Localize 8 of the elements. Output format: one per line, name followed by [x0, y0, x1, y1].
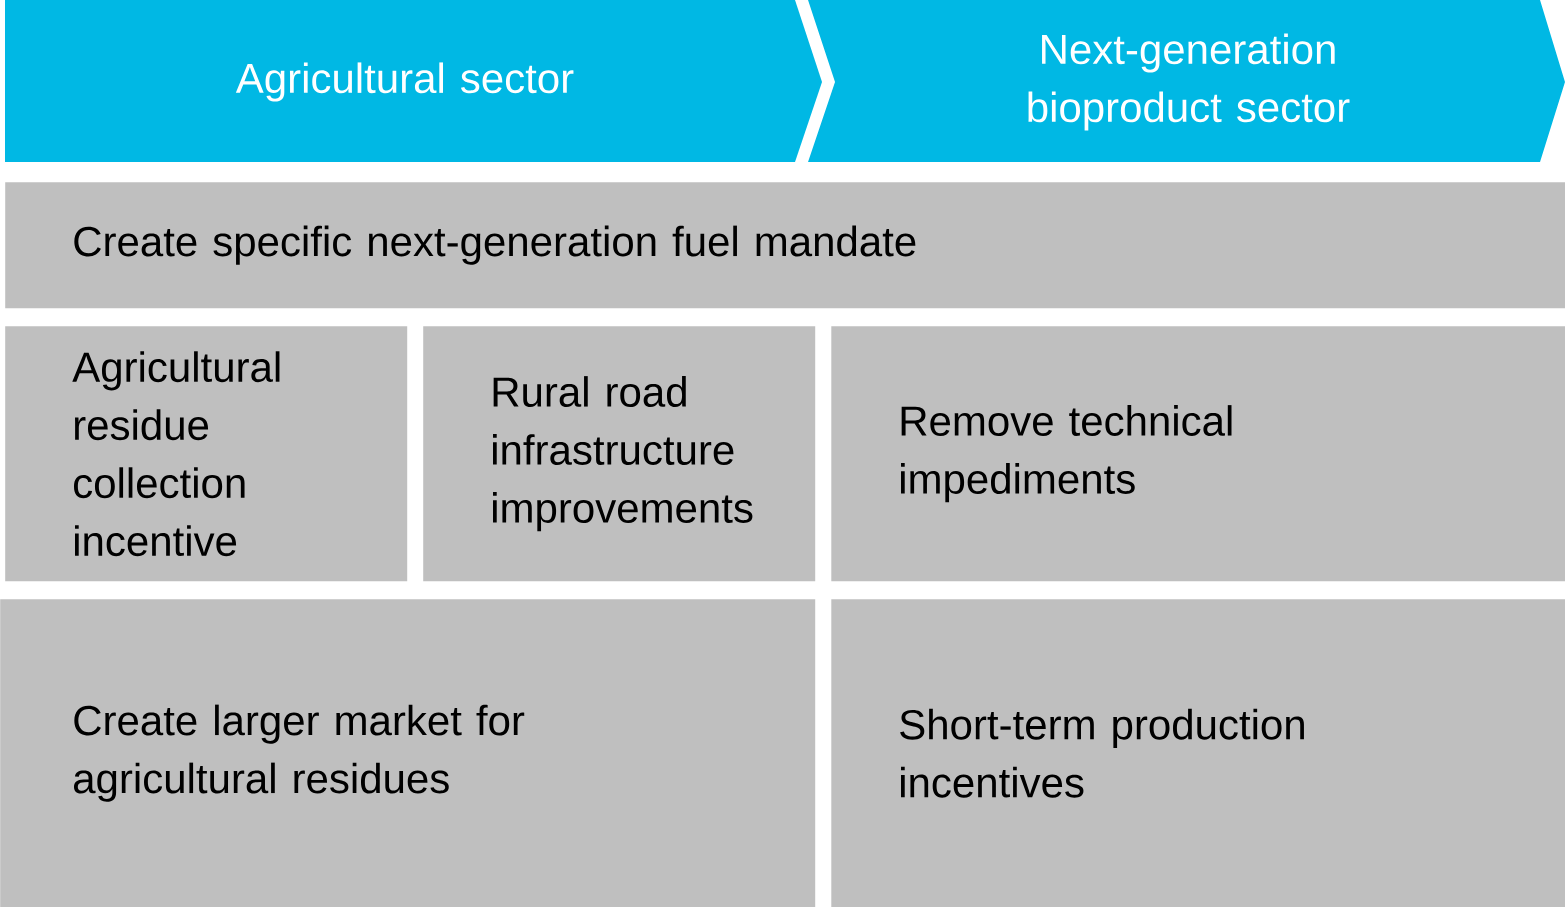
text-box: Rural road infrastructure improvements	[423, 326, 816, 582]
chevron-band: Next-generation bioproduct sector	[808, 0, 1565, 162]
text-box: Remove technical impediments	[831, 326, 1565, 582]
text-box: Agricultural residue collection incentive	[5, 326, 408, 582]
chevron-band: Agricultural sector	[5, 0, 822, 162]
text-box: Short-term production incentives	[831, 599, 1565, 907]
text-box: Create larger market for agricultural residues	[0, 599, 816, 907]
text-box: Create specific next-generation fuel mandate	[5, 182, 1565, 309]
